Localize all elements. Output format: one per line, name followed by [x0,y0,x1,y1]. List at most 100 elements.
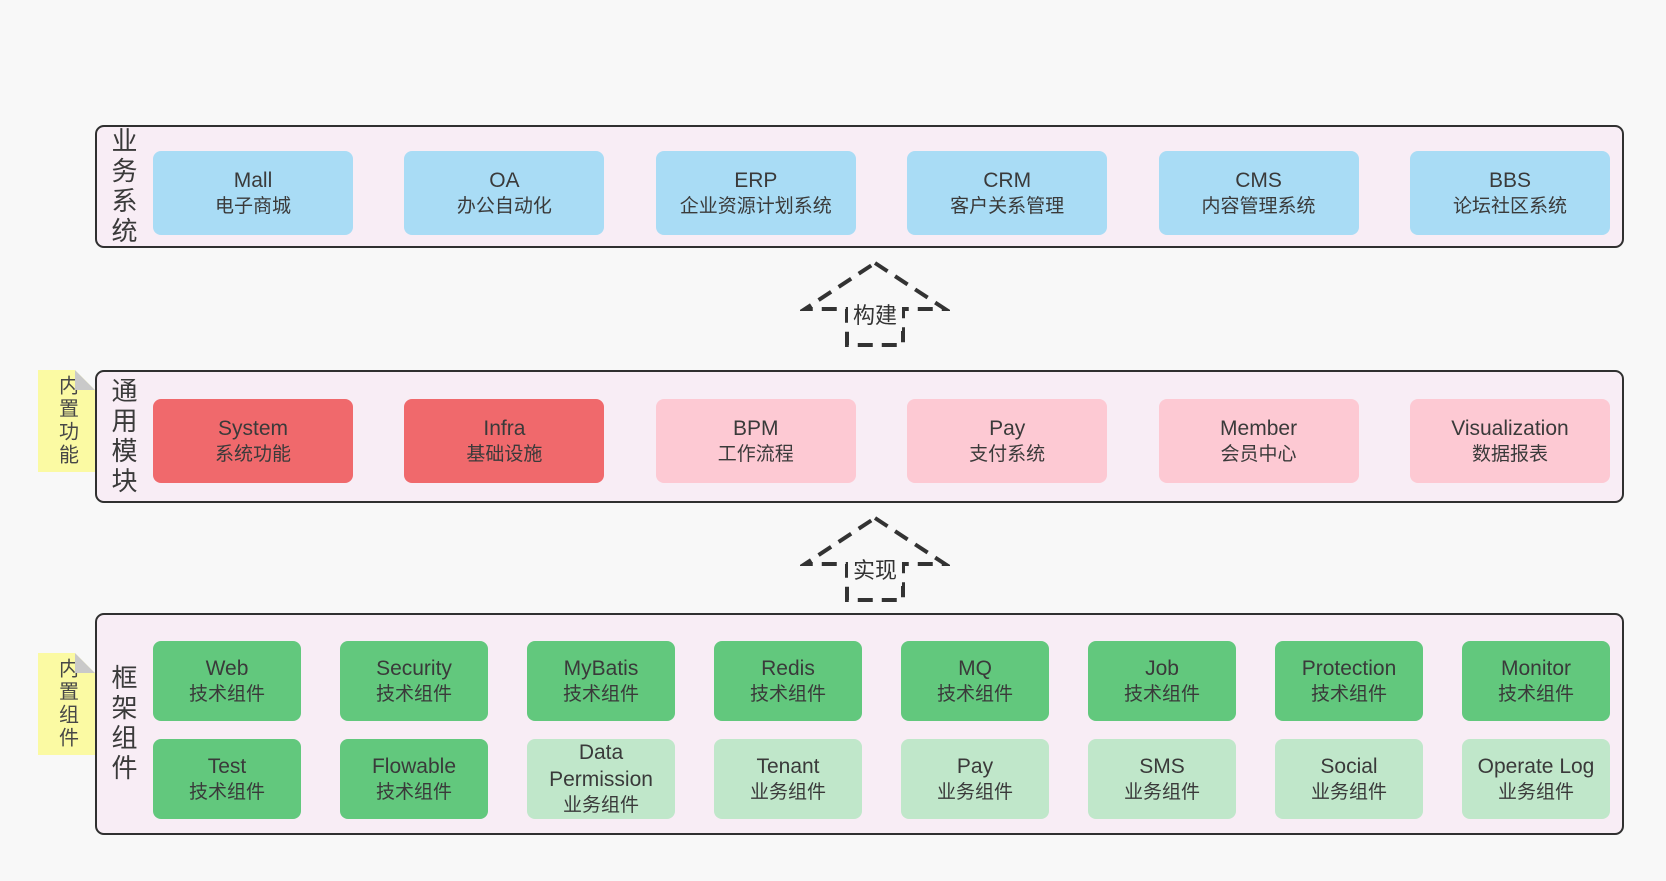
module-box-mall: Mall 电子商城 [153,151,353,235]
module-name-en: Social [1320,754,1378,778]
module-name-en: Member [1220,416,1298,440]
module-box-visualization: Visualization 数据报表 [1409,399,1610,483]
module-name-cn: 技术组件 [749,683,826,705]
sticky-note-label: 内置组件 [55,658,78,750]
module-name-cn: 业务组件 [1310,781,1387,803]
module-name-en: OA [489,168,520,192]
module-box-job: Job 技术组件 [1088,641,1236,721]
module-name-en: CRM [983,168,1032,192]
arrow-implement-label: 实现 [847,552,903,586]
module-box-erp: ERP 企业资源计划系统 [655,151,856,235]
module-name-en: Monitor [1500,656,1572,680]
module-box-data-permission: Data Permission 业务组件 [527,739,675,819]
module-name-en: Pay [989,416,1026,440]
module-box-bpm: BPM 工作流程 [655,399,856,483]
arrow-build: 构建 [800,257,950,349]
module-name-en: ERP [734,168,778,192]
module-name-cn: 业务组件 [1123,781,1200,803]
arrow-up-icon [800,515,950,602]
module-box-sms: SMS 业务组件 [1088,739,1236,819]
module-box-redis: Redis 技术组件 [714,641,862,721]
module-name-en: Infra [483,416,526,440]
module-box-flowable: Flowable 技术组件 [340,739,488,819]
module-box-bbs: BBS 论坛社区系统 [1409,151,1610,235]
folded-corner-icon [75,370,95,390]
module-name-cn: 论坛社区系统 [1452,195,1567,217]
module-name-en: MyBatis [563,656,639,680]
module-name-cn: 技术组件 [1310,683,1387,705]
module-name-cn: 技术组件 [1497,683,1574,705]
module-name-cn: 业务组件 [562,795,639,817]
module-name-cn: 电子商城 [214,195,291,217]
module-name-en: Test [207,754,247,778]
band-label-framework-components: 框架组件 [108,664,138,784]
module-name-en: Data Permission [549,740,653,792]
module-name-en: Mall [233,168,273,192]
module-name-cn: 技术组件 [375,683,452,705]
module-name-cn: 企业资源计划系统 [679,195,832,217]
module-name-cn: 系统功能 [214,443,291,465]
arrow-build-label: 构建 [847,297,903,331]
module-name-cn: 会员中心 [1220,443,1297,465]
module-name-cn: 业务组件 [749,781,826,803]
module-name-en: Redis [761,656,815,680]
module-name-cn: 业务组件 [936,781,1013,803]
module-name-cn: 技术组件 [188,683,265,705]
module-name-cn: 数据报表 [1471,443,1548,465]
module-name-en: Tenant [756,754,820,778]
module-name-en: BPM [733,416,779,440]
arrow-up-icon [800,260,950,347]
module-name-cn: 技术组件 [936,683,1013,705]
module-box-social: Social 业务组件 [1275,739,1423,819]
module-box-security: Security 技术组件 [340,641,488,721]
module-name-cn: 工作流程 [717,443,794,465]
module-name-en: System [217,416,288,440]
module-box-test: Test 技术组件 [153,739,301,819]
band-label-common-modules: 通用模块 [108,376,138,497]
module-box-infra: Infra 基础设施 [404,399,605,483]
module-name-cn: 业务组件 [1497,781,1574,803]
module-box-mq: MQ 技术组件 [901,641,1049,721]
sticky-note-builtin-components: 内置组件 [38,653,95,755]
module-name-cn: 办公自动化 [456,195,552,217]
module-name-en: BBS [1488,168,1531,192]
module-box-pay: Pay 业务组件 [901,739,1049,819]
module-name-cn: 基础设施 [466,443,543,465]
arrow-implement: 实现 [800,512,950,604]
module-name-en: Protection [1301,656,1397,680]
module-name-en: SMS [1139,754,1185,778]
module-name-cn: 技术组件 [188,781,265,803]
module-name-en: Flowable [371,754,457,778]
module-name-cn: 技术组件 [375,781,452,803]
module-box-web: Web 技术组件 [153,641,301,721]
module-name-cn: 技术组件 [562,683,639,705]
module-name-cn: 技术组件 [1123,683,1200,705]
module-name-en: CMS [1235,168,1282,192]
module-box-protection: Protection 技术组件 [1275,641,1423,721]
module-name-en: Web [205,656,249,680]
module-name-en: Pay [956,754,994,778]
module-box-member: Member 会员中心 [1158,399,1359,483]
folded-corner-icon [75,653,95,673]
module-name-en: Job [1145,656,1179,680]
module-name-en: MQ [958,656,992,680]
module-box-mybatis: MyBatis 技术组件 [527,641,675,721]
module-box-oa: OA 办公自动化 [404,151,605,235]
sticky-note-builtin-features: 内置功能 [38,370,95,472]
module-box-monitor: Monitor 技术组件 [1462,641,1610,721]
module-name-en: Security [376,656,452,680]
module-box-system: System 系统功能 [153,399,353,483]
module-name-en: Visualization [1451,416,1569,440]
module-box-tenant: Tenant 业务组件 [714,739,862,819]
